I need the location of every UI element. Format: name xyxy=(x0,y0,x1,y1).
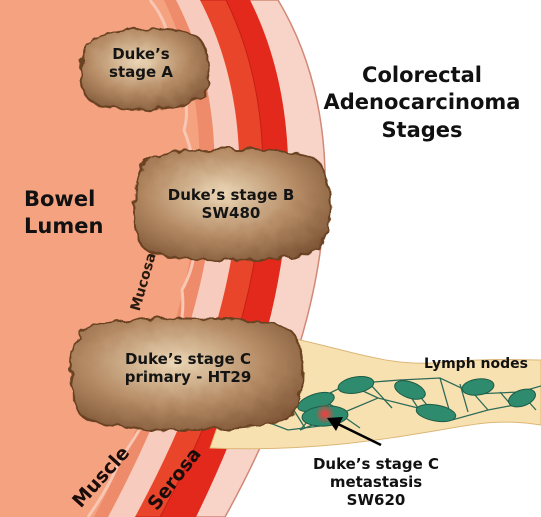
bowel-lumen-label: Bowel Lumen xyxy=(24,186,103,241)
stage-b-line-1: Duke’s stage B xyxy=(168,186,295,204)
metastasis-line-2: metastasis xyxy=(313,473,439,491)
stage-a-line-1: Duke’s xyxy=(109,45,173,63)
stage-b-label: Duke’s stage B SW480 xyxy=(168,186,295,222)
lymph-nodes-label: Lymph nodes xyxy=(424,357,528,372)
stage-c-line-2: primary - HT29 xyxy=(125,368,252,386)
lumen-line-2: Lumen xyxy=(24,213,103,240)
diagram-title: Colorectal Adenocarcinoma Stages xyxy=(324,62,521,144)
lumen-line-1: Bowel xyxy=(24,186,103,213)
stage-a-label: Duke’s stage A xyxy=(109,45,173,81)
stage-c-line-1: Duke’s stage C xyxy=(125,350,252,368)
title-line-1: Colorectal xyxy=(324,62,521,89)
metastasis-line-1: Duke’s stage C xyxy=(313,455,439,473)
title-line-2: Adenocarcinoma xyxy=(324,89,521,116)
title-line-3: Stages xyxy=(324,117,521,144)
stage-a-line-2: stage A xyxy=(109,63,173,81)
metastasis-label: Duke’s stage C metastasis SW620 xyxy=(313,455,439,509)
metastasis-line-3: SW620 xyxy=(313,491,439,509)
stage-c-primary-label: Duke’s stage C primary - HT29 xyxy=(125,350,252,386)
stage-b-line-2: SW480 xyxy=(168,204,295,222)
